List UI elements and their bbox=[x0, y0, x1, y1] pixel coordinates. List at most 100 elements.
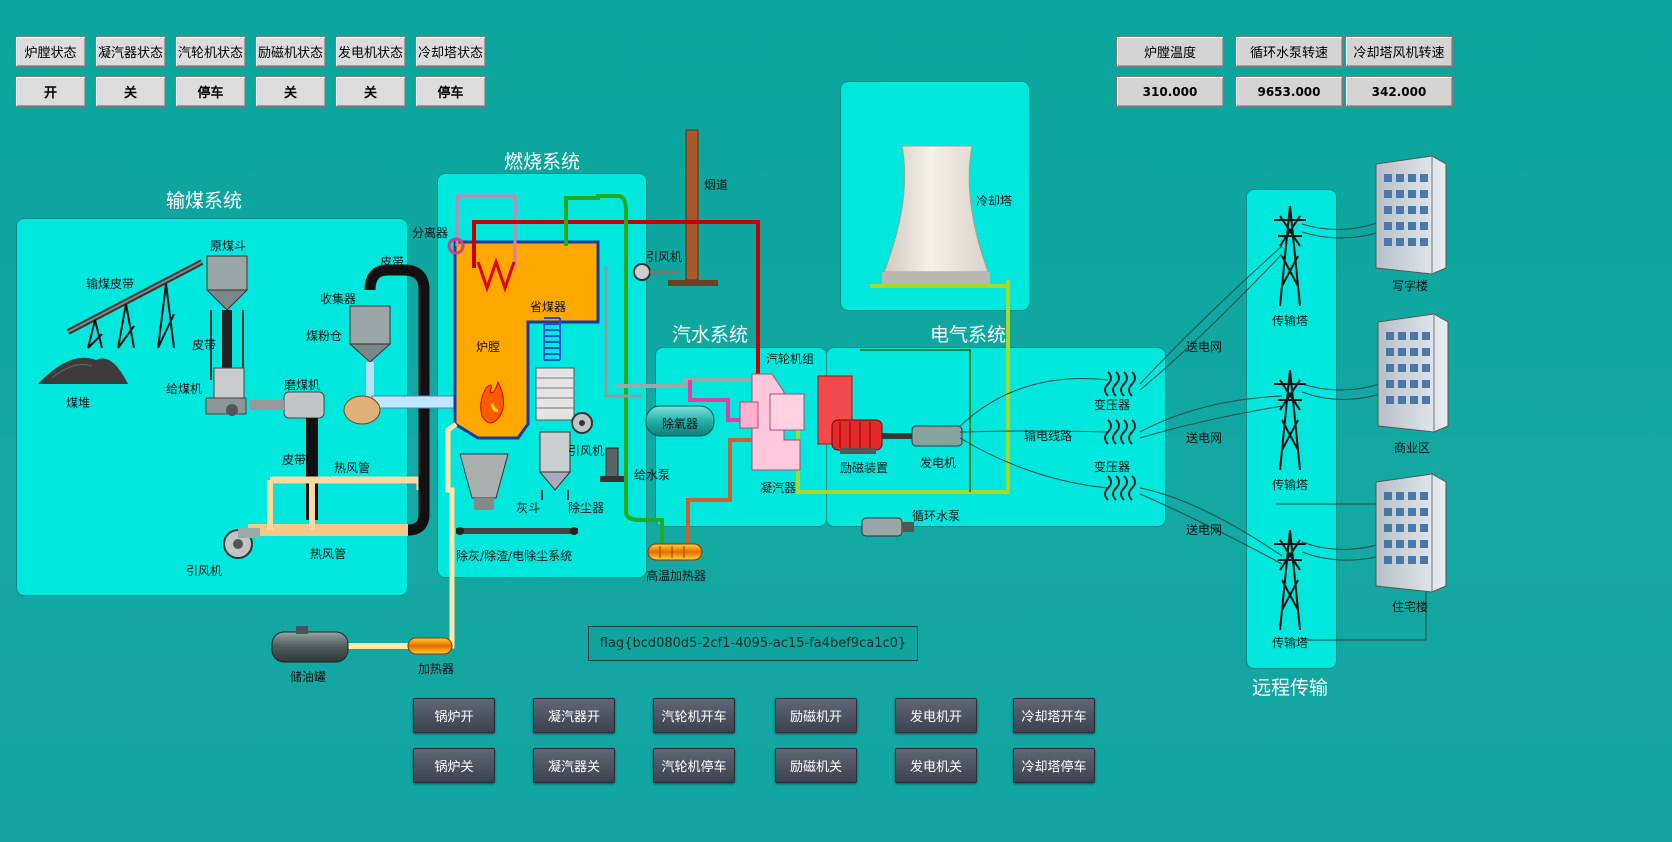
condenser-on-button[interactable]: 凝汽器开 bbox=[533, 698, 615, 733]
flag-display: flag{bcd080d5-2cf1-4095-ac15-fa4bef9ca1c… bbox=[588, 626, 918, 661]
label-send-grid-2: 送电网 bbox=[1186, 431, 1223, 445]
status-value-exciter: 关 bbox=[255, 76, 326, 107]
exciter-motor bbox=[831, 419, 883, 454]
status-value-condenser: 关 bbox=[95, 76, 166, 107]
status-label-turbine: 汽轮机状态 bbox=[175, 36, 246, 67]
label-send-grid-1: 送电网 bbox=[1186, 340, 1223, 354]
metric-value-tower-fan-speed: 342.000 bbox=[1345, 76, 1453, 107]
label-economizer: 省煤器 bbox=[530, 300, 567, 314]
chimney bbox=[668, 129, 718, 286]
ash-hopper bbox=[456, 453, 578, 535]
turbine-start-button[interactable]: 汽轮机开车 bbox=[653, 698, 735, 733]
label-induced-fan-mid: 引风机 bbox=[568, 444, 605, 458]
generator-off-button[interactable]: 发电机关 bbox=[895, 748, 977, 783]
status-value-furnace: 开 bbox=[15, 76, 86, 107]
status-label-cooling-tower: 冷却塔状态 bbox=[415, 36, 486, 67]
label-furnace: 炉膛 bbox=[476, 340, 501, 354]
coal-pile bbox=[38, 357, 128, 384]
deaerator-tank bbox=[645, 405, 715, 437]
label-condenser: 凝汽器 bbox=[760, 481, 797, 495]
label-pulverized-bin: 煤粉仓 bbox=[306, 329, 343, 343]
label-induced-fan-left: 引风机 bbox=[186, 564, 223, 578]
label-ash-hopper: 灰斗 bbox=[516, 501, 541, 515]
coal-mill bbox=[250, 391, 325, 419]
label-tower-3: 传输塔 bbox=[1272, 636, 1309, 650]
furnace bbox=[453, 240, 600, 440]
label-dust-remover: 除尘器 bbox=[568, 501, 605, 515]
hot-air-pipes bbox=[248, 264, 430, 536]
label-hot-air-pipe-1: 热风管 bbox=[334, 461, 371, 475]
label-feed-pump: 给水泵 bbox=[634, 468, 671, 482]
metric-value-furnace-temp: 310.000 bbox=[1116, 76, 1224, 107]
label-coal-pile: 煤堆 bbox=[66, 396, 91, 410]
status-value-cooling-tower: 停车 bbox=[415, 76, 486, 107]
transmission-towers bbox=[1274, 205, 1306, 631]
label-tower-2: 传输塔 bbox=[1272, 478, 1309, 492]
label-oil-tank: 储油罐 bbox=[290, 670, 327, 684]
metric-value-circ-pump-speed: 9653.000 bbox=[1235, 76, 1343, 107]
oil-tank bbox=[271, 626, 349, 663]
metric-label-circ-pump-speed: 循环水泵转速 bbox=[1235, 36, 1343, 67]
label-generator: 发电机 bbox=[920, 456, 957, 470]
label-coal-belt: 输煤皮带 bbox=[86, 277, 135, 291]
label-tower-1: 传输塔 bbox=[1272, 314, 1309, 328]
label-coal-feeder: 给煤机 bbox=[166, 382, 203, 396]
cooling-tower-start-button[interactable]: 冷却塔开车 bbox=[1013, 698, 1095, 733]
high-temp-heater-unit bbox=[647, 543, 703, 561]
cooling-tower-stop-button[interactable]: 冷却塔停车 bbox=[1013, 748, 1095, 783]
buildings bbox=[1375, 155, 1449, 593]
status-label-furnace: 炉膛状态 bbox=[15, 36, 86, 67]
boiler-off-button[interactable]: 锅炉关 bbox=[413, 748, 495, 783]
induced-fan-mid-icon bbox=[571, 412, 593, 434]
label-belt-1: 皮带 bbox=[192, 338, 217, 352]
status-label-generator: 发电机状态 bbox=[335, 36, 406, 67]
label-commercial: 商业区 bbox=[1394, 441, 1431, 455]
dust-filter-block bbox=[535, 367, 575, 421]
label-exciter: 励磁装置 bbox=[840, 461, 889, 475]
label-transmission-line: 输电线路 bbox=[1024, 429, 1073, 443]
collector bbox=[348, 305, 392, 402]
section-title-remote: 远程传输 bbox=[1252, 677, 1329, 699]
label-transformer-2: 变压器 bbox=[1094, 460, 1131, 474]
exciter-on-button[interactable]: 励磁机开 bbox=[775, 698, 857, 733]
label-residential: 住宅楼 bbox=[1392, 600, 1429, 614]
status-label-exciter: 励磁机状态 bbox=[255, 36, 326, 67]
section-title-electrical: 电气系统 bbox=[930, 324, 1007, 346]
separator-tubes bbox=[447, 194, 517, 293]
label-office: 写字楼 bbox=[1392, 279, 1429, 293]
hot-air-duct bbox=[343, 395, 459, 425]
cooling-tower-shape bbox=[882, 145, 990, 284]
label-collector: 收集器 bbox=[320, 292, 357, 306]
label-ash-system: 除灰/除渣/电除尘系统 bbox=[456, 549, 573, 563]
label-circ-pump: 循环水泵 bbox=[912, 509, 961, 523]
generator-on-button[interactable]: 发电机开 bbox=[895, 698, 977, 733]
boiler-on-button[interactable]: 锅炉开 bbox=[413, 698, 495, 733]
exciter-off-button[interactable]: 励磁机关 bbox=[775, 748, 857, 783]
turbine-stop-button[interactable]: 汽轮机停车 bbox=[653, 748, 735, 783]
label-send-grid-3: 送电网 bbox=[1186, 523, 1223, 537]
induced-fan-left-icon bbox=[223, 528, 260, 559]
coal-feeder bbox=[205, 367, 247, 416]
condenser-off-button[interactable]: 凝汽器关 bbox=[533, 748, 615, 783]
label-high-temp-heater: 高温加热器 bbox=[646, 569, 707, 583]
coal-conveyor bbox=[66, 259, 204, 349]
dust-remover bbox=[538, 431, 572, 500]
generator-unit bbox=[882, 425, 963, 447]
section-title-coal: 输煤系统 bbox=[166, 190, 243, 212]
belt-vertical bbox=[222, 310, 232, 370]
section-title-combustion: 燃烧系统 bbox=[504, 151, 581, 173]
transformers bbox=[1104, 371, 1136, 501]
section-title-steam-water: 汽水系统 bbox=[672, 324, 749, 346]
label-belt-3: 皮带 bbox=[282, 453, 307, 467]
label-hot-air-pipe-2: 热风管 bbox=[310, 547, 347, 561]
induced-fan-top-icon bbox=[633, 263, 680, 281]
feed-pump-unit bbox=[600, 447, 624, 482]
label-coal-mill: 磨煤机 bbox=[284, 378, 321, 392]
label-induced-fan-top: 引风机 bbox=[646, 250, 683, 264]
label-separator: 分离器 bbox=[412, 226, 449, 240]
label-raw-coal-hopper: 原煤斗 bbox=[210, 239, 247, 253]
label-cooling-tower: 冷却塔 bbox=[976, 194, 1013, 208]
heater-unit bbox=[407, 637, 453, 655]
status-label-condenser: 凝汽器状态 bbox=[95, 36, 166, 67]
